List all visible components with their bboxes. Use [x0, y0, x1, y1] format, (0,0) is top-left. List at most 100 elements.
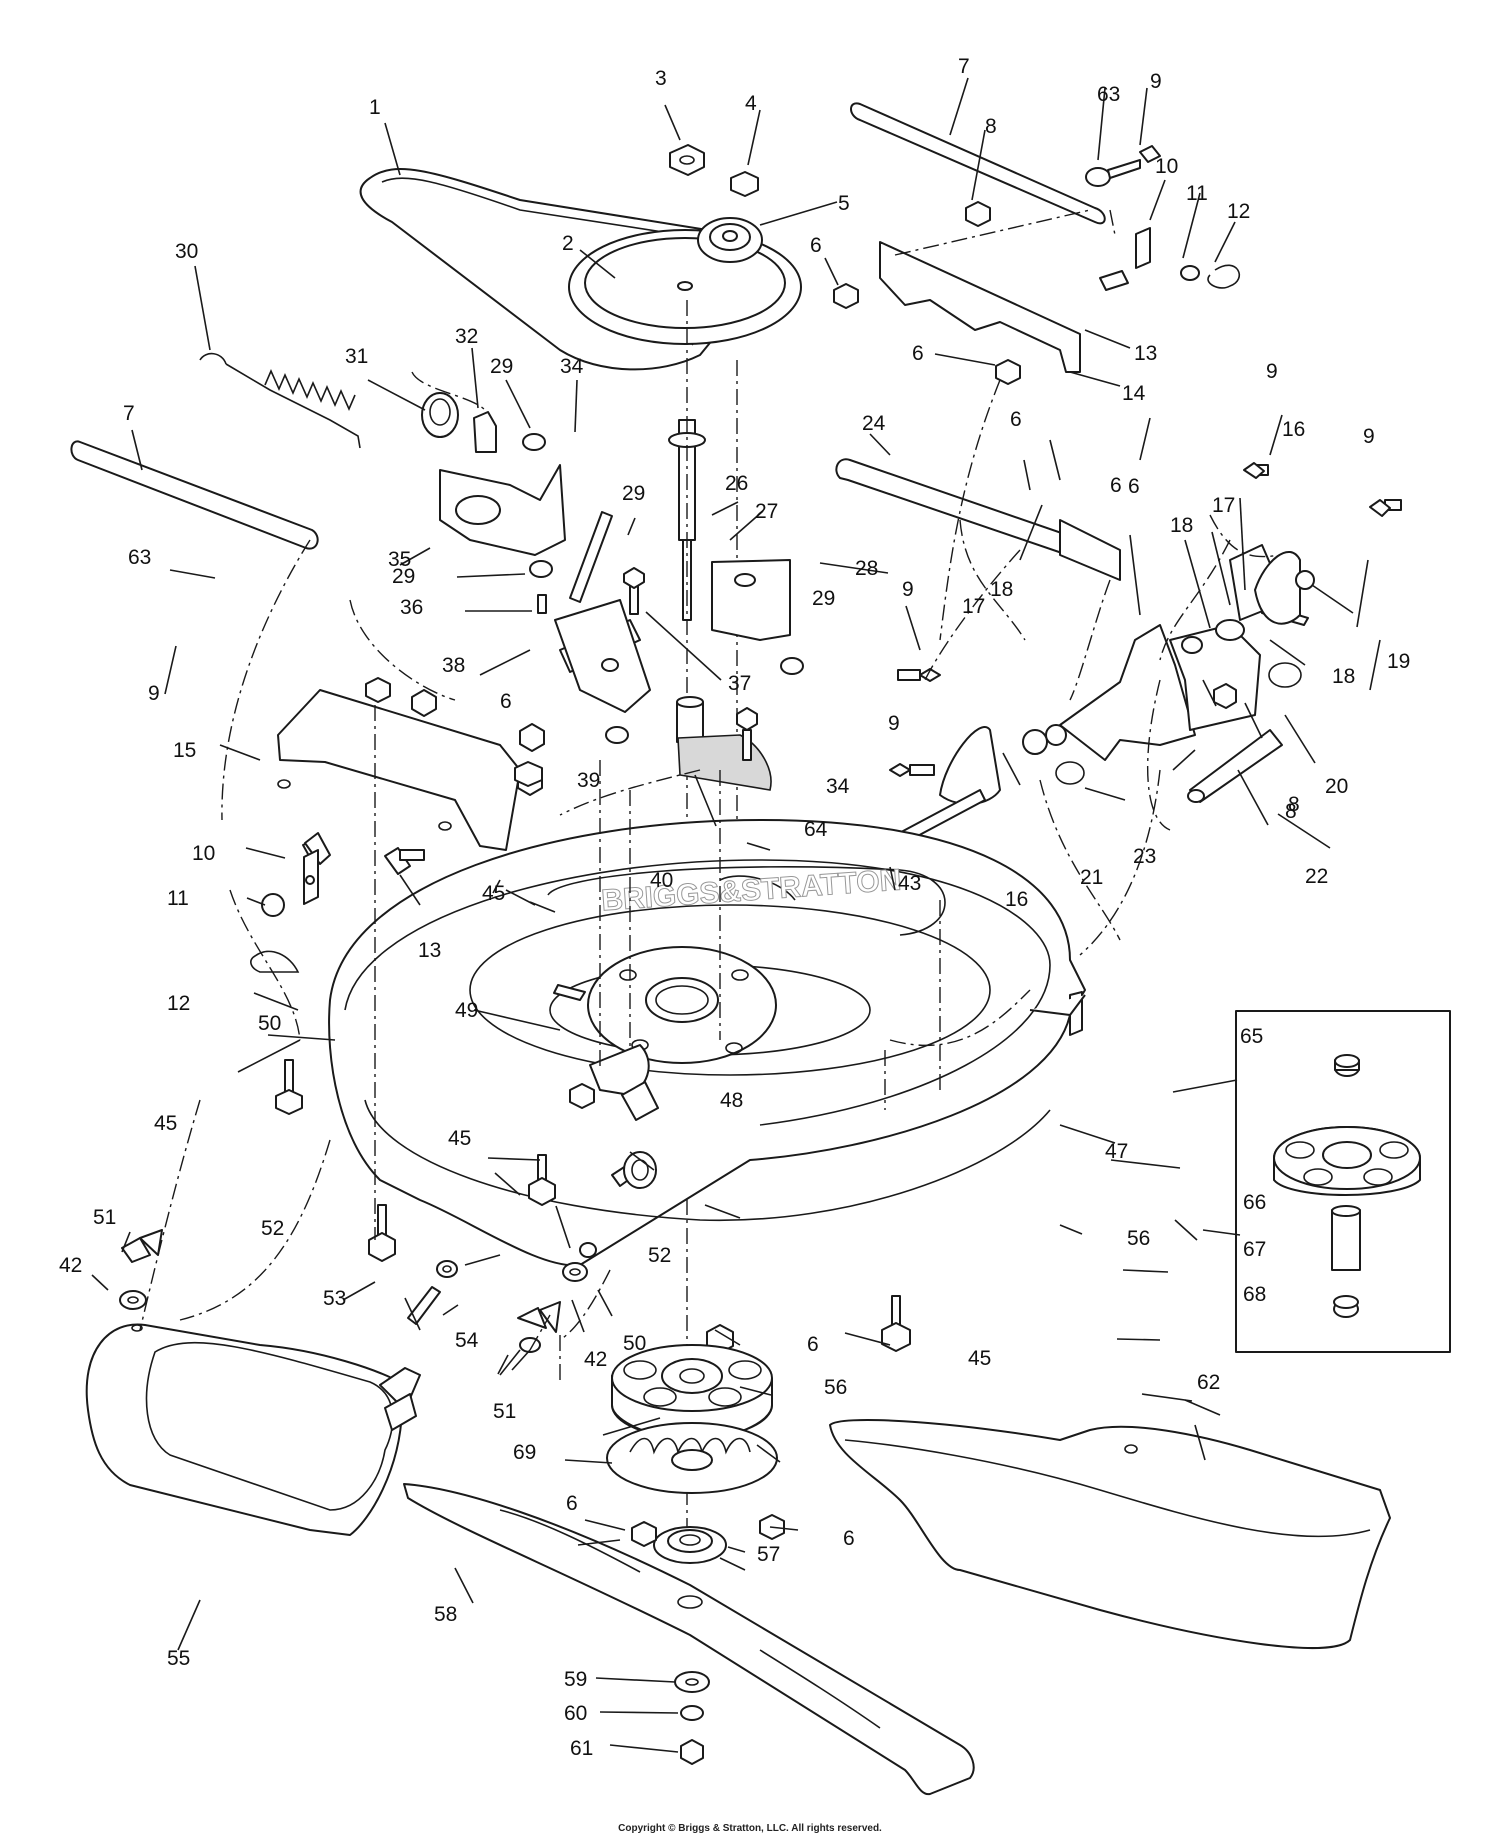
- mandrel-pulley: [568, 229, 802, 345]
- callout-50: 50: [258, 1012, 281, 1035]
- spindle-cover-plate: [606, 1422, 778, 1494]
- callout-60: 60: [564, 1702, 587, 1725]
- callout-12: 12: [167, 992, 190, 1015]
- callout-14: 14: [1122, 382, 1146, 405]
- bearing: [631, 1514, 785, 1564]
- callout-51: 51: [493, 1400, 516, 1423]
- discharge-chute: [85, 1323, 421, 1536]
- callout-8: 8: [1285, 800, 1297, 823]
- callout-4: 4: [745, 92, 757, 115]
- callout-6: 6: [1128, 475, 1140, 498]
- torsion-spring: [421, 392, 459, 438]
- callout-16: 16: [1005, 888, 1028, 911]
- hinge-pin: [407, 1260, 458, 1325]
- callout-29: 29: [392, 565, 415, 588]
- hanger-bracket-right: [835, 458, 1121, 581]
- callout-29: 29: [622, 482, 645, 505]
- callout-56: 56: [1127, 1227, 1150, 1250]
- inset-box: [1235, 1010, 1451, 1353]
- idler-arm-bracket: [439, 411, 566, 556]
- callout-43: 43: [898, 872, 921, 895]
- callout-48: 48: [720, 1089, 743, 1112]
- blade-hardware: [674, 1671, 710, 1765]
- callout-9: 9: [888, 712, 900, 735]
- callout-45: 45: [154, 1112, 177, 1135]
- callout-7: 7: [958, 55, 970, 78]
- callout-3: 3: [655, 67, 667, 90]
- callout-32: 32: [455, 325, 478, 348]
- callout-40: 40: [650, 869, 673, 892]
- callout-6: 6: [912, 342, 924, 365]
- bolts-center: [522, 433, 804, 761]
- mulch-plate: [829, 1419, 1391, 1650]
- callout-36: 36: [400, 596, 423, 619]
- callout-11: 11: [167, 887, 189, 910]
- callout-58: 58: [434, 1603, 457, 1626]
- callout-63: 63: [128, 546, 151, 569]
- callout-56: 56: [824, 1376, 847, 1399]
- leader-lines: [91, 77, 1381, 1753]
- callout-31: 31: [345, 345, 368, 368]
- callout-8: 8: [1288, 793, 1300, 816]
- callout-6: 6: [500, 690, 512, 713]
- callout-20: 20: [1325, 775, 1348, 798]
- callout-11: 11: [1186, 182, 1208, 205]
- callout-5: 5: [838, 192, 850, 215]
- callout-47: 47: [1105, 1140, 1128, 1163]
- callout-18: 18: [990, 578, 1013, 601]
- callout-16: 16: [1282, 418, 1305, 441]
- callout-50: 50: [623, 1332, 646, 1355]
- callout-35: 35: [388, 548, 411, 571]
- callout-54: 54: [455, 1329, 479, 1352]
- axle-rod-right: [1187, 729, 1283, 803]
- wing-nuts: [119, 1229, 561, 1353]
- callout-42: 42: [59, 1254, 82, 1277]
- spacer-tube: [676, 696, 704, 743]
- copyright-notice: Copyright © Briggs & Stratton, LLC. All …: [618, 1823, 882, 1834]
- callout-27: 27: [755, 500, 778, 523]
- callout-6: 6: [843, 1527, 855, 1550]
- washers-right: [889, 462, 1402, 785]
- callout-45: 45: [448, 1127, 471, 1150]
- idler-pulley: [697, 217, 763, 263]
- callout-numbers: 1 2 3 4 5 7 8 63 9 10 11 12 6 13 6 14 30…: [59, 55, 1410, 1760]
- callout-15: 15: [173, 739, 196, 762]
- nuts-top: [669, 144, 759, 197]
- callout-51: 51: [93, 1206, 116, 1229]
- callout-6: 6: [1010, 408, 1022, 431]
- callout-53: 53: [323, 1287, 346, 1310]
- callout-7: 7: [123, 402, 135, 425]
- callout-1: 1: [369, 96, 381, 119]
- callout-45: 45: [968, 1347, 991, 1370]
- callout-52: 52: [261, 1217, 284, 1240]
- callout-61: 61: [570, 1737, 593, 1760]
- mower-deck: [328, 819, 1086, 1267]
- callout-34: 34: [560, 355, 584, 378]
- callout-37: 37: [728, 672, 751, 695]
- callout-21: 21: [1080, 866, 1103, 889]
- callout-26: 26: [725, 472, 748, 495]
- deck-bracket-right: [879, 227, 1151, 373]
- tension-spring: [199, 352, 361, 449]
- callout-22: 22: [1305, 865, 1328, 888]
- callout-8: 8: [985, 115, 997, 138]
- callout-19: 19: [1387, 650, 1410, 673]
- callout-62: 62: [1197, 1371, 1220, 1394]
- callout-13: 13: [418, 939, 441, 962]
- callout-57: 57: [757, 1543, 780, 1566]
- deck-hanger-bar-top: [850, 102, 1106, 225]
- callout-42: 42: [584, 1348, 607, 1371]
- callout-34: 34: [826, 775, 850, 798]
- callout-10: 10: [1155, 155, 1178, 178]
- deck-hanger-bar-left: [70, 440, 319, 550]
- callout-68: 68: [1243, 1283, 1266, 1306]
- callout-9: 9: [1266, 360, 1278, 383]
- callout-23: 23: [1133, 845, 1156, 868]
- callout-6: 6: [566, 1492, 578, 1515]
- assembly-lines: [139, 209, 1281, 1380]
- callout-24: 24: [862, 412, 886, 435]
- callout-49: 49: [455, 999, 478, 1022]
- callout-12: 12: [1227, 200, 1250, 223]
- callout-67: 67: [1243, 1238, 1266, 1261]
